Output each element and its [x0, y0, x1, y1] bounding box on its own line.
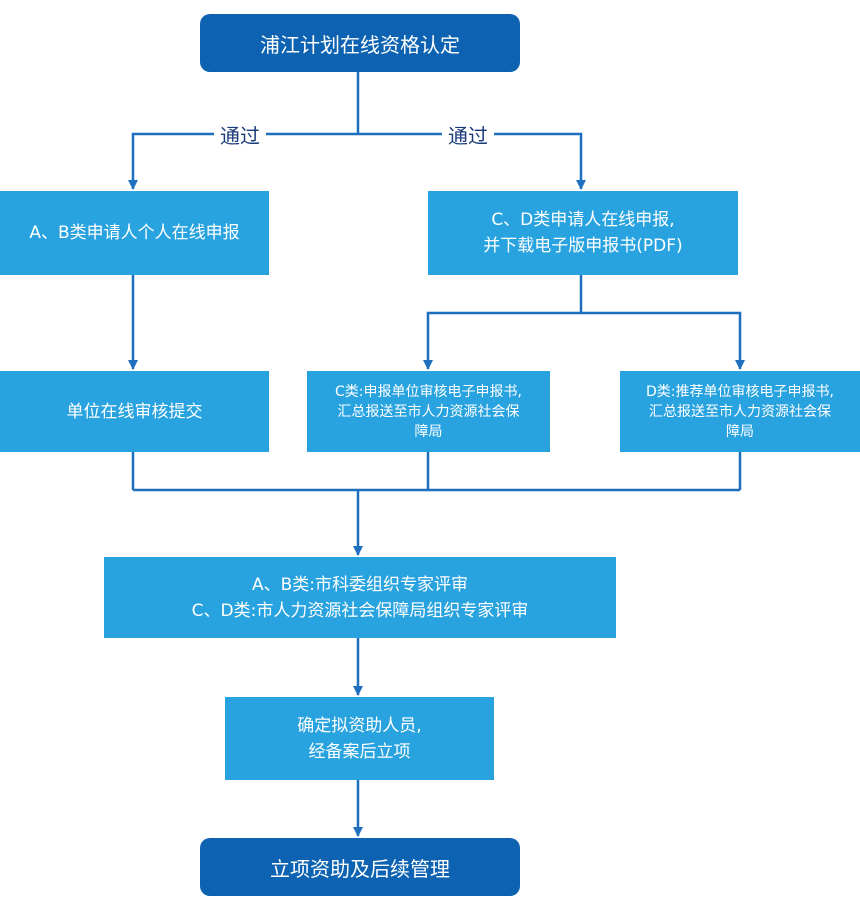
final-text: 立项资助及后续管理: [270, 856, 450, 881]
expert-review-node: A、B类:市科委组织专家评审 C、D类:市人力资源社会保障局组织专家评审: [104, 557, 616, 638]
d-branch-text-2: 汇总报送至市人力资源社会保: [649, 403, 831, 420]
connector-merge: [131, 452, 742, 492]
cd-apply-node: C、D类申请人在线申报, 并下载电子版申报书(PDF): [428, 191, 738, 275]
c-branch-node: C类:申报单位审核电子申报书, 汇总报送至市人力资源社会保 障局: [307, 371, 550, 452]
expert-review-text-2: C、D类:市人力资源社会保障局组织专家评审: [191, 600, 529, 621]
start-title-text: 浦江计划在线资格认定: [260, 32, 460, 57]
d-branch-node: D类:推荐单位审核电子申报书, 汇总报送至市人力资源社会保 障局: [620, 371, 860, 452]
connector-title-to-ab: [128, 132, 358, 190]
c-branch-text-3: 障局: [414, 423, 443, 440]
ab-apply-text: A、B类申请人个人在线申报: [29, 223, 240, 243]
d-branch-text-1: D类:推荐单位审核电子申报书,: [646, 383, 834, 400]
connector-title-to-cd: [358, 132, 586, 190]
ab-apply-node: A、B类申请人个人在线申报: [0, 191, 269, 275]
unit-review-text: 单位在线审核提交: [66, 401, 203, 422]
unit-review-node: 单位在线审核提交: [0, 371, 269, 452]
pass-label-left: 通过: [214, 120, 266, 149]
cd-apply-text-1: C、D类申请人在线申报,: [491, 210, 675, 230]
confirm-text-2: 经备案后立项: [308, 741, 411, 762]
confirm-node: 确定拟资助人员, 经备案后立项: [225, 697, 494, 780]
expert-review-text-1: A、B类:市科委组织专家评审: [251, 574, 469, 595]
connector-cd-to-d: [581, 311, 745, 370]
cd-apply-text-2: 并下载电子版申报书(PDF): [483, 236, 683, 256]
start-title-node: 浦江计划在线资格认定: [200, 14, 520, 72]
final-node: 立项资助及后续管理: [200, 838, 520, 896]
confirm-text-1: 确定拟资助人员,: [297, 715, 422, 736]
pass-label-right: 通过: [442, 120, 494, 149]
d-branch-text-3: 障局: [726, 423, 754, 440]
c-branch-text-2: 汇总报送至市人力资源社会保: [337, 403, 520, 420]
connector-cd-to-c: [423, 311, 581, 370]
c-branch-text-1: C类:申报单位审核电子申报书,: [335, 383, 522, 400]
